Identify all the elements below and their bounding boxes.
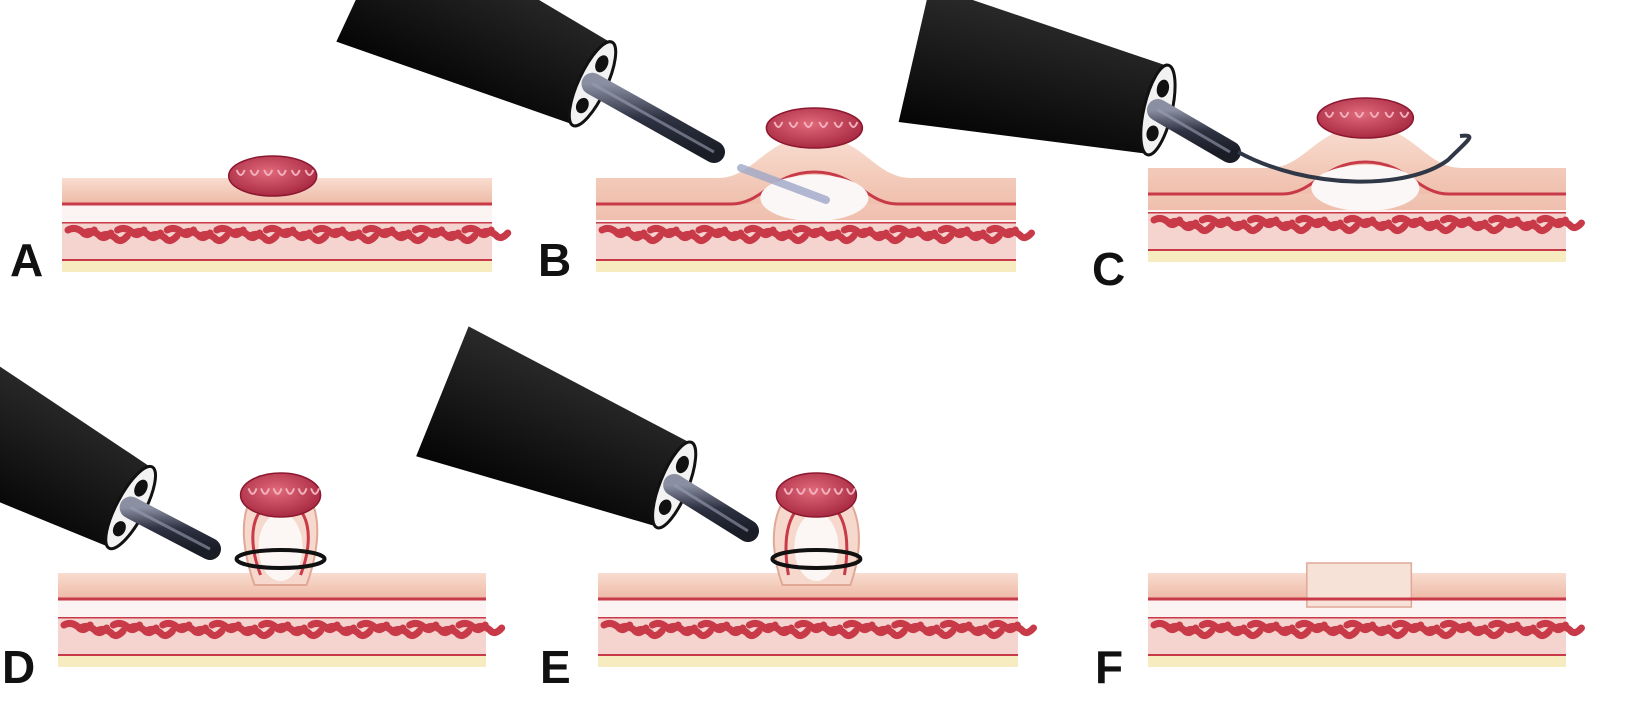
catheter-highlight bbox=[1158, 110, 1230, 152]
endoscope-body bbox=[0, 328, 163, 569]
panel-label-f: F bbox=[1095, 641, 1123, 693]
catheter-highlight bbox=[593, 84, 714, 152]
panel-label-d: D bbox=[2, 641, 35, 693]
lesion bbox=[241, 473, 321, 517]
saline-cushion bbox=[259, 513, 303, 581]
endoscope bbox=[899, 0, 1188, 181]
catheter-highlight bbox=[131, 508, 210, 549]
lesion bbox=[766, 108, 862, 148]
panel-label-c: C bbox=[1092, 243, 1125, 295]
panel-d: D bbox=[0, 328, 502, 693]
catheter-highlight bbox=[674, 485, 748, 531]
panel-e: E bbox=[416, 326, 1033, 693]
endoscope-body bbox=[899, 0, 1174, 178]
lesion bbox=[776, 473, 856, 517]
lesion bbox=[229, 156, 317, 196]
panel-label-e: E bbox=[540, 641, 571, 693]
endoscope bbox=[416, 326, 713, 555]
panel-a: A bbox=[10, 156, 508, 286]
endoscope bbox=[0, 328, 176, 576]
saline-cushion bbox=[794, 513, 838, 581]
panel-f: F bbox=[1095, 563, 1581, 693]
panel-label-a: A bbox=[10, 234, 43, 286]
panel-label-b: B bbox=[538, 234, 571, 286]
lesion bbox=[1317, 98, 1413, 138]
saline-cushion bbox=[1311, 165, 1419, 211]
